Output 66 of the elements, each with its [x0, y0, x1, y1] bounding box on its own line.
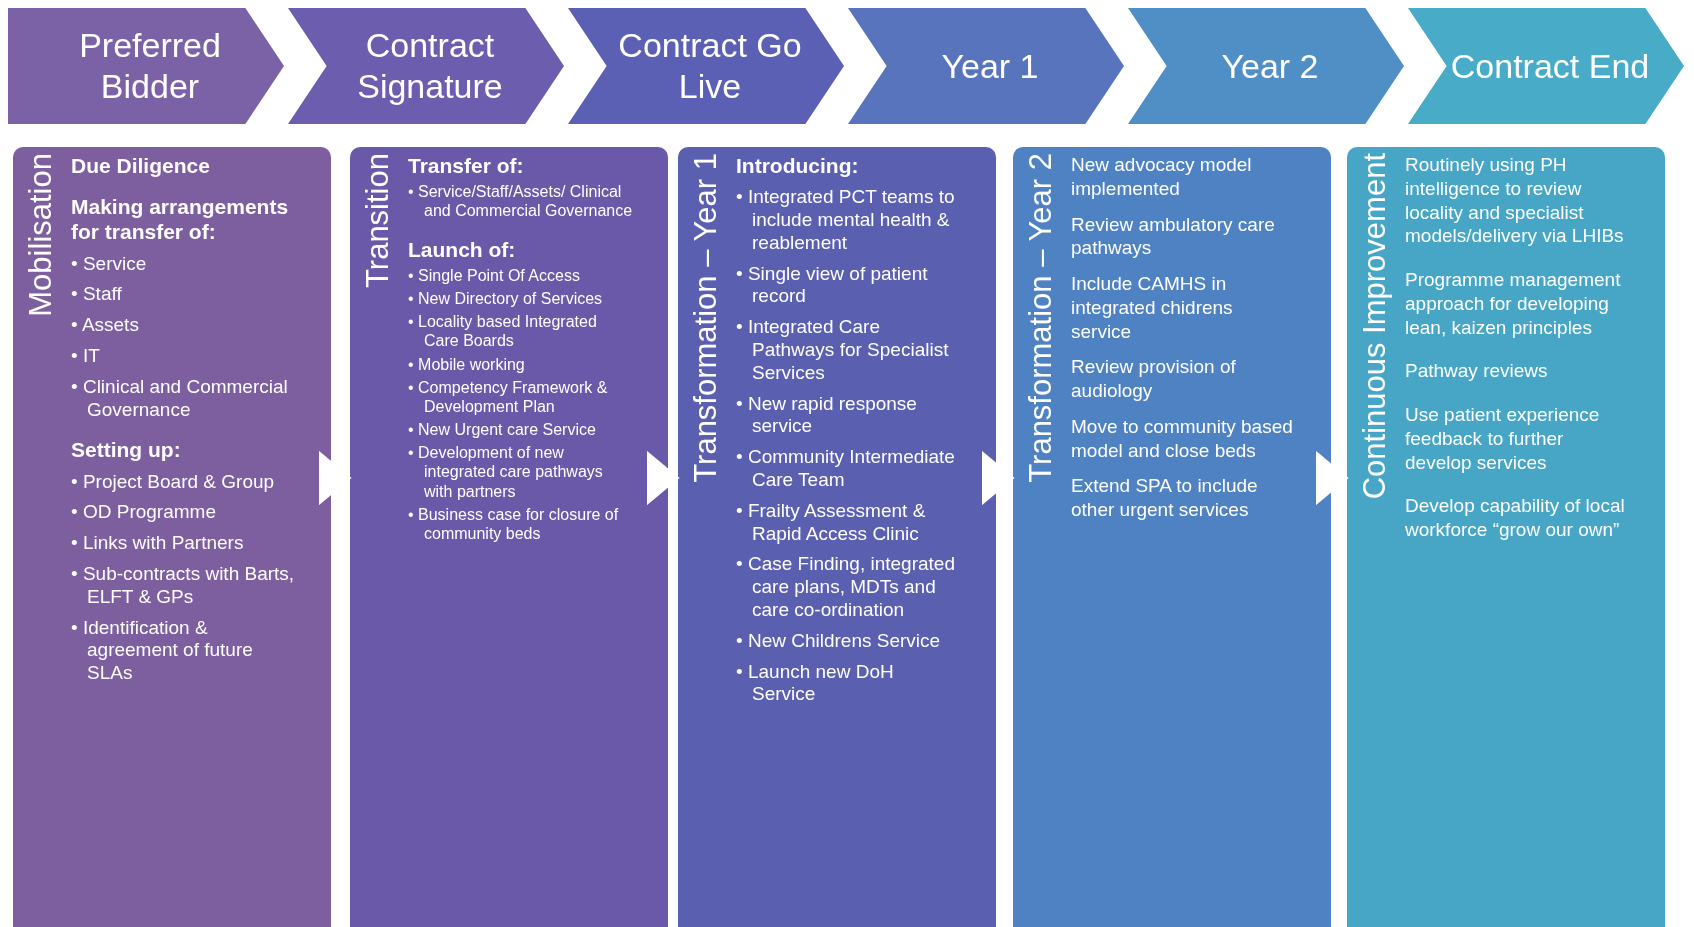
bullet-item: • Integrated PCT teams to include mental health & reablement	[736, 186, 956, 255]
bullet-item: • Service/Staff/Assets/ Clinical and Commercial Governance	[408, 182, 634, 221]
note-text: Move to community based model and close beds	[1071, 414, 1294, 463]
bullet-item: • Links with Partners	[71, 532, 245, 555]
chevron-step	[8, 8, 284, 124]
bullet-item: • IT	[71, 344, 101, 368]
bullet-item: • Locality based Integrated Care Boards	[408, 312, 598, 351]
bullet-item: • Frailty Assessment & Rapid Access Clinic	[736, 499, 927, 546]
section-heading: Transfer of:	[408, 153, 525, 179]
bullet-item: • Sub-contracts with Barts, ELFT & GPs	[71, 562, 296, 609]
arrow	[1316, 452, 1348, 504]
panel-title: Continuous Improvement	[1359, 153, 1390, 500]
section-heading: Due Diligence	[71, 153, 211, 179]
step-label: Contract Signature	[356, 25, 504, 107]
phase-panel	[13, 147, 331, 927]
phase-panel	[1347, 147, 1665, 927]
panel-title: Transformation – Year 1	[690, 153, 721, 483]
step-label: Contract End	[1450, 45, 1650, 87]
bullet-item: • Integrated Care Pathways for Specialist Services	[736, 316, 950, 385]
arrow	[319, 452, 351, 504]
bullet-item: • Competency Framework & Development Plan	[408, 377, 609, 417]
bullet-item: • New Directory of Services	[408, 288, 604, 309]
step-label: Preferred Bidder	[78, 25, 222, 107]
panel-title: Transition	[362, 153, 393, 288]
phase-panel	[678, 147, 996, 927]
panel-title: Mobilisation	[25, 153, 56, 317]
bullet-item: • New rapid response service	[736, 392, 918, 439]
bullet-item: • Launch new DoH Service	[736, 660, 895, 707]
phase-panel	[1013, 147, 1331, 927]
phase-panel	[350, 147, 668, 927]
arrow	[982, 452, 1014, 504]
bullet-item: • Community Intermediate Care Team	[736, 446, 956, 492]
note-text: Include CAMHS in integrated chidrens service	[1071, 272, 1234, 344]
section-heading: Introducing:	[736, 153, 860, 179]
note-text: Develop capability of local workforce “grow our own”	[1405, 494, 1626, 542]
section-heading: Setting up:	[71, 437, 182, 463]
note-text: Use patient experience feedback to further develop services	[1405, 403, 1601, 475]
bullet-item: • Clinical and Commercial Governance	[71, 375, 289, 422]
bullet-item: • Identification & agreement of future SLAs	[71, 616, 254, 685]
note-text: Pathway reviews	[1405, 359, 1549, 383]
section-heading: Launch of:	[408, 236, 517, 262]
panel-title: Transformation – Year 2	[1025, 153, 1056, 483]
note-text: New advocacy model implemented	[1071, 153, 1253, 201]
note-text: Review provision of audiology	[1071, 355, 1237, 403]
step-label: Year 1	[940, 45, 1040, 87]
note-text: Extend SPA to include other urgent services	[1071, 474, 1259, 522]
section-heading: Making arrangements for transfer of:	[71, 194, 290, 245]
bullet-item: • Case Finding, integrated care plans, MDTs and care co-ordination	[736, 553, 956, 622]
bullet-item: • Assets	[71, 314, 140, 337]
bullet-item: • Single Point Of Access	[408, 265, 581, 285]
bullet-item: • Project Board & Group	[71, 470, 276, 494]
note-text: Programme management approach for developing lean, kaizen principles	[1405, 268, 1622, 340]
step-label: Year 2	[1220, 45, 1320, 87]
bullet-item: • Service	[71, 252, 148, 276]
note-text: Routinely using PH intelligence to review locality and specialist models/delivery via LHIBs	[1405, 153, 1625, 248]
bullet-item: • Mobile working	[408, 354, 526, 374]
bullet-item: • Development of new integrated care pathways with partners	[408, 443, 604, 501]
bullet-item: • Staff	[71, 283, 123, 307]
bullet-item: • New Childrens Service	[736, 629, 942, 653]
bullet-item: • Single view of patient record	[736, 262, 929, 309]
bullet-item: • OD Programme	[71, 501, 217, 525]
bullet-item: • Business case for closure of community beds	[408, 504, 620, 544]
note-text: Review ambulatory care pathways	[1071, 212, 1276, 260]
bullet-item: • New Urgent care Service	[408, 420, 597, 440]
step-label: Contract Go Live	[617, 25, 803, 107]
arrow	[647, 452, 679, 504]
